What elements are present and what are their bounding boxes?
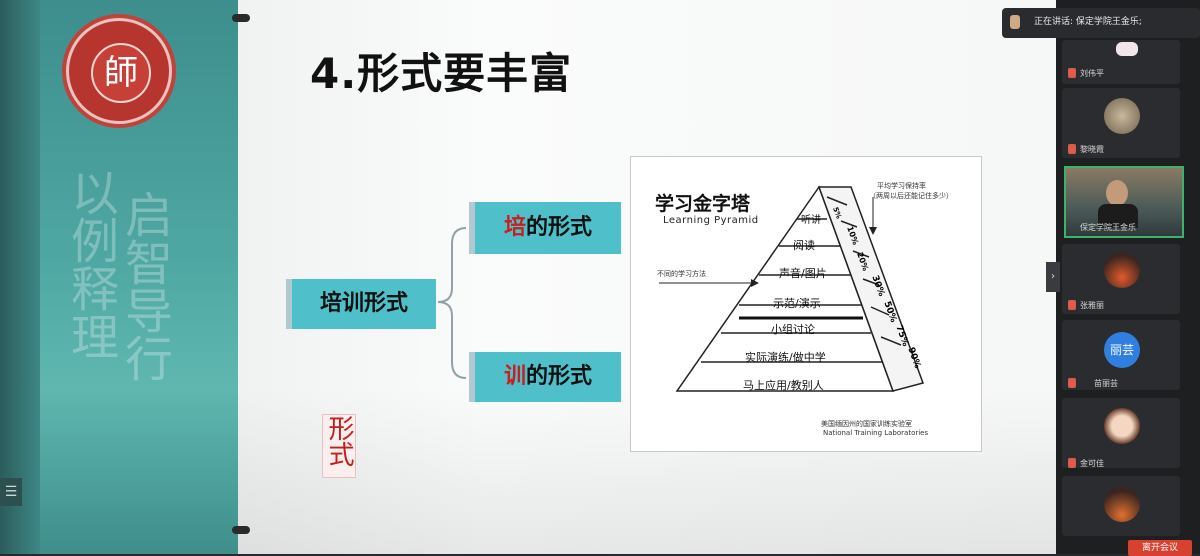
participant-avatar: 丽芸 (1104, 332, 1140, 368)
binder-ring-icon (232, 526, 250, 534)
speaking-indicator-bar (1002, 8, 1200, 38)
xun-char: 训 (503, 364, 526, 389)
seal-character: 師 (91, 43, 151, 103)
xun-form-label: 的形式 (526, 364, 593, 389)
calligraphy-motto-left: 以例释理 (62, 168, 118, 360)
participant-name: 金可佳 (1080, 459, 1104, 468)
participant-avatar (1104, 98, 1140, 134)
side-menu-icon[interactable]: ☰ (0, 478, 22, 506)
learning-pyramid-diagram (659, 185, 924, 392)
method-note: 不同的学习方法 (657, 270, 706, 278)
retention-note-sub: （两周以后还能记住多少） (869, 192, 953, 200)
speaker-body (1098, 204, 1138, 228)
pyramid-title-cn: 学习金字塔 (655, 193, 751, 215)
mic-muted-icon (1068, 144, 1076, 154)
pei-form-box: 培的形式 (469, 202, 621, 254)
pei-char: 培 (503, 215, 526, 240)
left-edge-shade (0, 0, 40, 554)
level-7: 马上应用/教别人 (743, 379, 824, 392)
level-4: 示范/演示 (773, 297, 821, 310)
mic-muted-icon (1068, 300, 1076, 310)
training-form-box: 培训形式 (286, 279, 436, 329)
level-2: 阅读 (793, 239, 815, 252)
level-1: 听讲 (801, 215, 821, 226)
stamp-text: 形式 (324, 415, 354, 467)
participant-name: 保定学院王金乐 (1080, 223, 1136, 232)
source-cn: 美国缅因州的国家训练实验室 (821, 420, 912, 428)
collapse-panel-button[interactable]: › (1046, 262, 1060, 292)
school-seal-logo: 師 (66, 18, 172, 124)
participant-name: 张雅丽 (1080, 301, 1104, 310)
level-3: 声音/图片 (779, 267, 827, 280)
participant-name: 刘伟平 (1080, 69, 1104, 78)
participant-name: 黎晓霞 (1080, 145, 1104, 154)
bracket-connector (437, 227, 467, 379)
leave-meeting-button[interactable]: 离开会议 (1128, 540, 1192, 556)
participant-avatar (1104, 408, 1140, 444)
mic-muted-icon (1068, 68, 1076, 78)
xun-form-box: 训的形式 (469, 352, 621, 402)
participant-avatar (1104, 252, 1140, 288)
participant-avatar (1104, 486, 1140, 522)
speaker-avatar-icon (1010, 15, 1020, 29)
level-6: 实际演练/做中学 (745, 351, 826, 364)
pyramid-title-en: Learning Pyramid (663, 215, 759, 226)
speaker-face (1106, 180, 1128, 206)
participant-name: 苗丽芸 (1094, 379, 1118, 388)
slide-title: 4.形式要丰富 (310, 49, 573, 98)
pei-form-label: 的形式 (526, 215, 593, 240)
mic-muted-icon (1068, 378, 1076, 388)
seal-stamp: 形式 (322, 414, 356, 478)
speaking-status: 正在讲话: 保定学院王金乐; (1034, 17, 1142, 27)
mic-muted-icon (1068, 458, 1076, 468)
retention-note: 平均学习保持率 (877, 182, 926, 190)
source-en: National Training Laboratories (823, 429, 929, 437)
learning-pyramid-figure: 学习金字塔 Learning Pyramid 平均学习保持率 （两周以后还能记住… (630, 156, 982, 452)
binder-ring-icon (232, 14, 250, 22)
flower-avatar-icon (1116, 42, 1138, 56)
level-5: 小组讨论 (771, 323, 815, 336)
calligraphy-motto-right: 启智导行 (116, 190, 172, 382)
